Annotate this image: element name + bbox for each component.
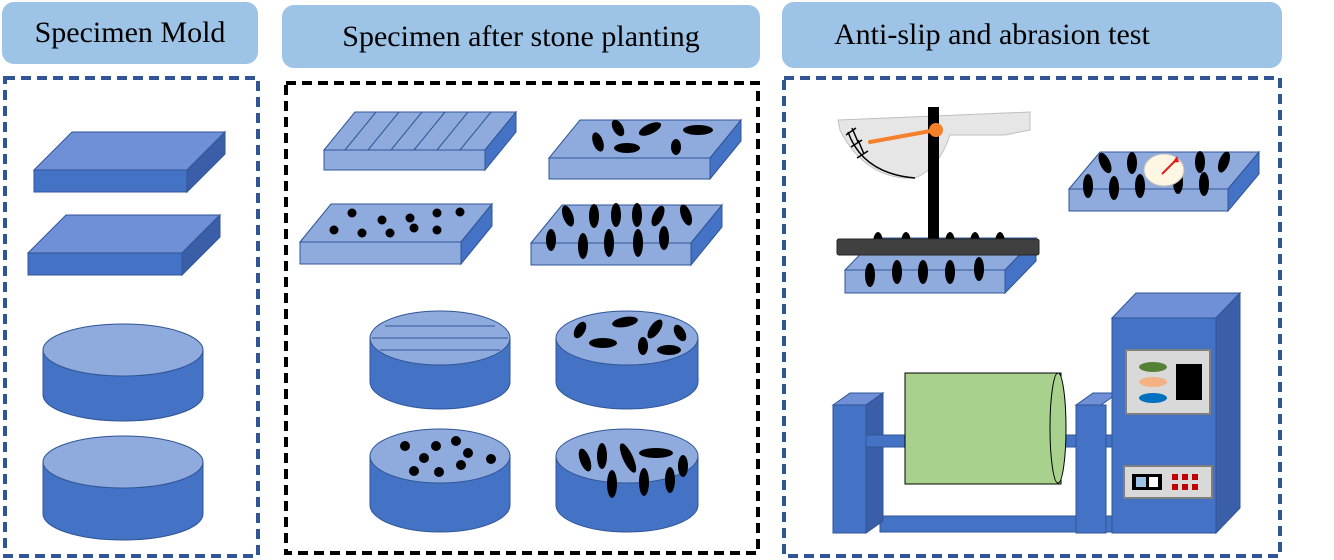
slab-mold-1 [32, 130, 227, 194]
slab-vertical-stones [529, 203, 724, 267]
planted-panel-frame [284, 81, 760, 555]
slab-flat-stones [547, 118, 743, 181]
cylinder-grooved [369, 310, 511, 410]
panel-title-test: Anti-slip and abrasion test [782, 2, 1282, 68]
panel-title-mold: Specimen Mold [2, 2, 258, 64]
cylinder-mold-1 [42, 323, 204, 422]
mold-panel-frame [3, 76, 260, 558]
pendulum-tester-icon [836, 107, 1040, 256]
cylinder-vertical-stones [555, 428, 699, 533]
test-panel-frame [782, 76, 1282, 558]
slab-round-stones [298, 202, 494, 266]
panel-title-planted: Specimen after stone planting [282, 5, 760, 68]
cylinder-round-stones [369, 428, 511, 533]
sand-patch-icon [1067, 150, 1261, 213]
cylinder-mold-2 [42, 435, 204, 541]
cylinder-flat-stones [555, 310, 699, 410]
slab-grooved [322, 110, 518, 172]
slab-mold-2 [26, 213, 222, 277]
abrasion-machine-icon [831, 291, 1242, 535]
